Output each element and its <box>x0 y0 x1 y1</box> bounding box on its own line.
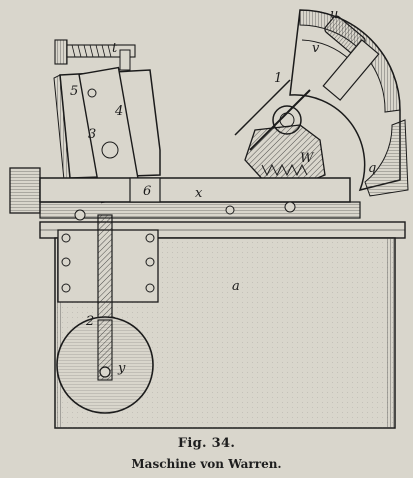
label-t: t <box>112 41 118 56</box>
slide-bar <box>9 167 361 221</box>
label-1: 1 <box>274 71 282 86</box>
figure-title: Maschine von Warren. <box>131 457 282 471</box>
main-frame <box>53 66 161 204</box>
label-v: v <box>312 41 320 56</box>
label-2: 2 <box>85 314 94 329</box>
machine-illustration: u v t 1 5 4 3 W q 6 x a 2 y <box>9 7 409 429</box>
label-4: 4 <box>114 104 123 119</box>
connecting-rod <box>57 214 159 346</box>
crank-disc <box>56 316 154 414</box>
figure-number: Fig. 34. <box>177 436 236 451</box>
part-labels: u v t 1 5 4 3 W q 6 x a 2 y <box>70 7 376 376</box>
label-5: 5 <box>70 84 78 99</box>
label-6: 6 <box>143 184 151 199</box>
label-u: u <box>330 7 338 22</box>
label-3: 3 <box>88 127 96 142</box>
label-q: q <box>368 161 376 176</box>
upper-spindle <box>54 39 136 71</box>
label-y: y <box>117 361 126 376</box>
label-a: a <box>232 279 240 294</box>
label-x: x <box>195 186 203 201</box>
label-w: W <box>300 151 315 166</box>
